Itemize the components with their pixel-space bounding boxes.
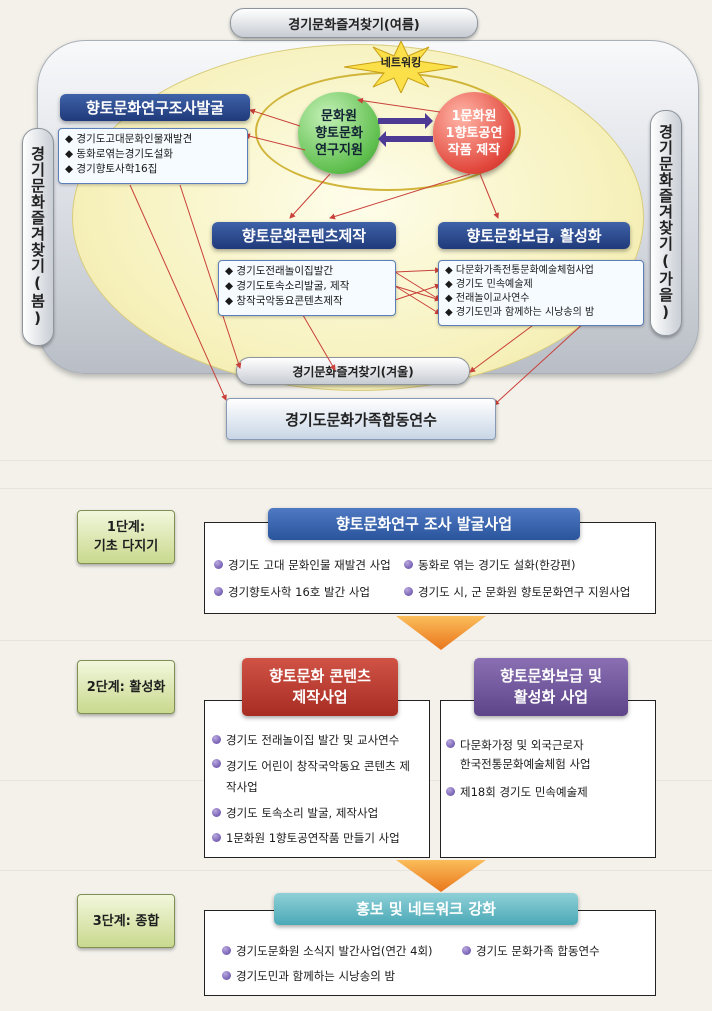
- joint-training-box: 경기도문화가족합동연수: [226, 398, 496, 440]
- bullet-icon: [222, 946, 231, 955]
- content-title-bar: 향토문화콘텐츠제작: [212, 222, 396, 249]
- spread-list-box: ◆ 다문화가족전통문화예술체험사업 ◆ 경기도 민속예술제 ◆ 전래놀이교사연수…: [438, 260, 644, 326]
- bullet-icon: [446, 787, 455, 796]
- stage-1-item: 경기도 시, 군 문화원 향토문화연구 지원사업: [404, 584, 630, 600]
- down-arrow-icon: [396, 616, 486, 650]
- stage-2-left-item: 경기도 어린이 창작국악동요 콘텐츠 제 작사업: [212, 756, 410, 798]
- bullet-icon: [462, 946, 471, 955]
- stage-2-left-item: 1문화원 1향토공연작품 만들기 사업: [212, 830, 400, 846]
- stage-2-right-item: 다문화가정 및 외국근로자 한국전통문화예술체험 사업: [446, 736, 591, 774]
- bullet-icon: [212, 735, 221, 744]
- bullet-icon: [212, 759, 221, 768]
- bullet-icon: [212, 808, 221, 817]
- stage-1-item: 동화로 엮는 경기도 설화(한강편): [404, 557, 575, 573]
- stage-2-right-banner: 향토문화보급 및 활성화 사업: [474, 658, 628, 716]
- spread-item: ◆ 전래놀이교사연수: [445, 293, 530, 304]
- season-spring-pill: 경기문화즐겨찾기(봄): [22, 128, 54, 346]
- bleed-line: [0, 640, 712, 641]
- circle-research-support: 문화원 향토문화 연구지원: [298, 92, 380, 174]
- content-item: ◆ 경기도전래놀이집발간: [225, 265, 334, 277]
- spread-item: ◆ 경기도민과 함께하는 시낭송의 밤: [445, 307, 595, 318]
- networking-star-icon: [344, 41, 458, 93]
- research-list-box: ◆ 경기도고대문화인물재발견 ◆ 동화로엮는경기도설화 ◆ 경기향토사학16집: [58, 128, 248, 184]
- bullet-icon: [446, 739, 455, 748]
- stage-2-right-item: 제18회 경기도 민속예술제: [446, 784, 588, 800]
- stage-2-left-box: [204, 700, 430, 858]
- research-title-bar: 향토문화연구조사발굴: [60, 94, 250, 121]
- bleed-line: [0, 488, 712, 489]
- bullet-icon: [404, 587, 413, 596]
- stage-2-left-item: 경기도 전래놀이집 발간 및 교사연수: [212, 732, 399, 748]
- bleed-line: [0, 460, 712, 461]
- spread-item: ◆ 경기도 민속예술제: [445, 279, 533, 290]
- research-item: ◆ 경기도고대문화인물재발견: [65, 133, 193, 145]
- networking-label: 네트워킹: [380, 56, 422, 69]
- down-arrow-icon: [396, 860, 486, 892]
- stage-1-item: 경기향토사학 16호 발간 사업: [214, 584, 370, 600]
- spread-title-bar: 향토문화보급, 활성화: [438, 222, 630, 249]
- content-item: ◆ 창작국악동요콘텐츠제작: [225, 295, 343, 307]
- stage-2-right-box: [440, 700, 656, 858]
- season-winter-pill: 경기문화즐겨찾기(겨울): [236, 357, 470, 385]
- bullet-icon: [214, 587, 223, 596]
- bullet-icon: [214, 560, 223, 569]
- stage-3-banner: 홍보 및 네트워크 강화: [274, 893, 578, 925]
- research-item: ◆ 동화로엮는경기도설화: [65, 148, 174, 160]
- circle-performance-production: 1문화원 1향토공연 작품 제작: [433, 92, 515, 174]
- stage-1-label: 1단계: 기초 다지기: [77, 510, 175, 564]
- stage-1-banner: 향토문화연구 조사 발굴사업: [268, 508, 580, 540]
- bleed-line: [0, 870, 712, 871]
- diagram-arrows: [129, 97, 586, 406]
- stage-2-left-banner: 향토문화 콘텐츠 제작사업: [242, 658, 398, 716]
- stage-2-label: 2단계: 활성화: [77, 660, 175, 714]
- spread-item: ◆ 다문화가족전통문화예술체험사업: [445, 265, 594, 276]
- stage-3-item: 경기도민과 함께하는 시낭송의 밤: [222, 968, 395, 984]
- stage-2-left-item: 경기도 토속소리 발굴, 제작사업: [212, 805, 378, 821]
- content-item: ◆ 경기도토속소리발굴, 제작: [225, 280, 350, 292]
- research-item: ◆ 경기향토사학16집: [65, 163, 158, 175]
- bullet-icon: [404, 560, 413, 569]
- stage-3-item: 경기도문화원 소식지 발간사업(연간 4회): [222, 943, 433, 959]
- stage-1-item: 경기도 고대 문화인물 재발견 사업: [214, 557, 391, 573]
- stage-3-label: 3단계: 종합: [77, 894, 175, 948]
- stage-3-item: 경기도 문화가족 합동연수: [462, 943, 600, 959]
- bullet-icon: [222, 971, 231, 980]
- season-autumn-pill: 경기문화즐겨찾기(가을): [650, 110, 682, 336]
- content-list-box: ◆ 경기도전래놀이집발간 ◆ 경기도토속소리발굴, 제작 ◆ 창작국악동요콘텐츠…: [218, 260, 396, 316]
- bullet-icon: [212, 833, 221, 842]
- season-summer-pill: 경기문화즐겨찾기(여름): [230, 8, 478, 38]
